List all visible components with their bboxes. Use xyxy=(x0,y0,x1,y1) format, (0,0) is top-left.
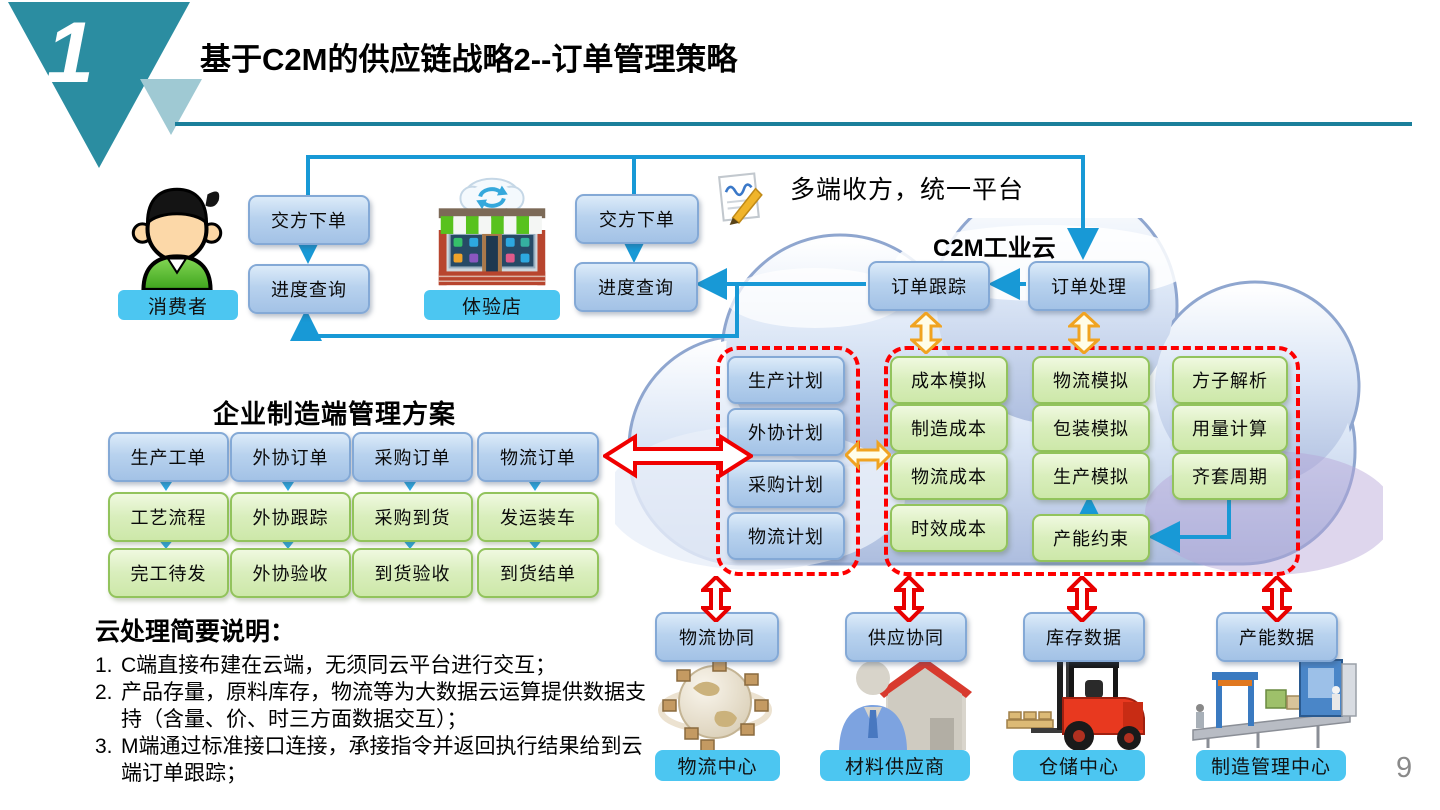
supplier-house-icon xyxy=(839,658,972,752)
mfg-step-box: 发运装车 xyxy=(477,492,599,542)
note-number: 3. xyxy=(95,735,113,758)
calc-box: 用量计算 xyxy=(1172,404,1288,452)
order-tracking-box: 订单跟踪 xyxy=(868,261,990,311)
mfg-step-box: 完工待发 xyxy=(108,548,229,598)
globe-parcels-icon xyxy=(658,659,772,752)
consumer-avatar-icon xyxy=(131,187,223,292)
plan-box: 物流计划 xyxy=(727,512,845,560)
plan-box: 生产计划 xyxy=(727,356,845,404)
note-number: 2. xyxy=(95,681,113,704)
store-label: 体验店 xyxy=(424,290,560,320)
consumer-label: 消费者 xyxy=(118,290,238,320)
slide-title: 基于C2M的供应链战略2--订单管理策略 xyxy=(200,42,738,77)
consumer-place-order-box: 交方下单 xyxy=(248,195,370,245)
red-double-arrow-vertical xyxy=(1262,576,1292,622)
note-item: 3. M端通过标准接口连接，承接指令并返回执行结果给到云端订单跟踪； xyxy=(95,733,660,787)
simulation-box: 包装模拟 xyxy=(1032,404,1150,452)
mfg-step-box: 外协验收 xyxy=(230,548,351,598)
mfg-step-box: 到货验收 xyxy=(352,548,473,598)
forklift-icon xyxy=(1006,648,1145,751)
partner-bottom-label: 仓储中心 xyxy=(1013,750,1145,781)
plan-box: 外协计划 xyxy=(727,408,845,456)
calc-box: 齐套周期 xyxy=(1172,452,1288,500)
red-double-arrow-vertical xyxy=(894,576,924,622)
experience-store-icon xyxy=(438,177,546,286)
mfg-head-box: 采购订单 xyxy=(352,432,473,482)
partner-bottom-label: 物流中心 xyxy=(655,750,780,781)
mfg-head-box: 物流订单 xyxy=(477,432,599,482)
mfg-head-box: 生产工单 xyxy=(108,432,229,482)
title-underline xyxy=(175,122,1412,126)
partner-top-box: 产能数据 xyxy=(1216,612,1338,662)
cloud-notes-block: 云处理简要说明： 1. C端直接布建在云端，无须同云平台进行交互； 2. 产品存… xyxy=(95,612,660,787)
mfg-step-box: 到货结单 xyxy=(477,548,599,598)
platform-note-text: 多端收方，统一平台 xyxy=(790,176,1025,204)
plan-box: 采购计划 xyxy=(727,460,845,508)
simulation-box: 物流模拟 xyxy=(1032,356,1150,404)
note-number: 1. xyxy=(95,654,113,677)
orange-double-arrow-vertical xyxy=(910,312,942,354)
mfg-head-box: 外协订单 xyxy=(230,432,351,482)
red-double-arrow-horizontal xyxy=(603,433,753,479)
order-processing-box: 订单处理 xyxy=(1028,261,1150,311)
manufacturing-section-title: 企业制造端管理方案 xyxy=(213,399,457,429)
note-item: 1. C端直接布建在云端，无须同云平台进行交互； xyxy=(95,652,660,679)
section-number-badge: 1 xyxy=(46,5,94,101)
note-text: C端直接布建在云端，无须同云平台进行交互； xyxy=(121,654,557,677)
store-progress-query-box: 进度查询 xyxy=(574,262,698,312)
red-double-arrow-vertical xyxy=(701,576,731,622)
cost-box: 制造成本 xyxy=(890,404,1008,452)
corner-triangle-decoration xyxy=(8,2,202,168)
cost-box: 成本模拟 xyxy=(890,356,1008,404)
note-text: 产品存量，原料库存，物流等为大数据云运算提供数据支持（含量、价、时三方面数据交互… xyxy=(121,681,646,731)
partner-bottom-label: 制造管理中心 xyxy=(1196,750,1346,781)
packing-line-icon xyxy=(1192,659,1357,748)
store-place-order-box: 交方下单 xyxy=(575,194,699,244)
capacity-constraint-box: 产能约束 xyxy=(1032,514,1150,562)
mfg-step-box: 采购到货 xyxy=(352,492,473,542)
note-text: M端通过标准接口连接，承接指令并返回执行结果给到云端订单跟踪； xyxy=(121,735,643,785)
red-double-arrow-vertical xyxy=(1067,576,1097,622)
page-number: 9 xyxy=(1396,752,1413,784)
orange-double-arrow-horizontal xyxy=(845,439,891,471)
cloud-title: C2M工业云 xyxy=(933,235,1056,262)
simulation-box: 生产模拟 xyxy=(1032,452,1150,500)
consumer-progress-query-box: 进度查询 xyxy=(248,264,370,314)
partner-bottom-label: 材料供应商 xyxy=(820,750,970,781)
notes-title: 云处理简要说明： xyxy=(95,618,296,646)
mail-note-icon xyxy=(718,172,763,225)
orange-double-arrow-vertical xyxy=(1068,312,1100,354)
cost-box: 物流成本 xyxy=(890,452,1008,500)
mfg-step-box: 外协跟踪 xyxy=(230,492,351,542)
calc-box: 方子解析 xyxy=(1172,356,1288,404)
cost-box: 时效成本 xyxy=(890,504,1008,552)
mfg-step-box: 工艺流程 xyxy=(108,492,229,542)
note-item: 2. 产品存量，原料库存，物流等为大数据云运算提供数据支持（含量、价、时三方面数… xyxy=(95,679,660,733)
